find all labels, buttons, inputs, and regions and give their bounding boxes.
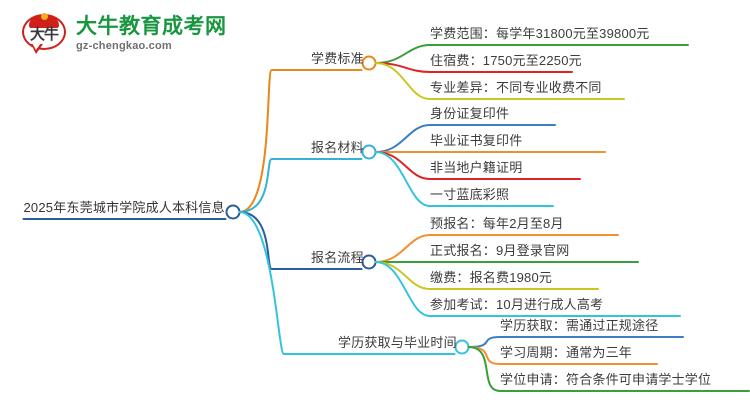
- mindmap-edge: [374, 44, 431, 64]
- mindmap-edge: [374, 151, 431, 207]
- mindmap-root-label[interactable]: 2025年东莞城市学院成人本科信息: [23, 200, 225, 215]
- mindmap-node-dot[interactable]: [225, 204, 241, 220]
- mindmap-edge: [238, 211, 339, 355]
- mindmap-leaf-label-1-0[interactable]: 身份证复印件: [430, 106, 510, 121]
- mindmap-edge: [374, 261, 431, 317]
- mindmap-leaf-label-1-1[interactable]: 毕业证书复印件: [430, 133, 523, 148]
- mindmap-leaf-label-2-1[interactable]: 正式报名：9月登录官网: [430, 243, 570, 258]
- logo-title: 大牛教育成考网: [76, 15, 227, 38]
- mindmap-edge: [374, 234, 431, 263]
- mindmap-leaf-label-0-1[interactable]: 住宿费：1750元至2250元: [430, 53, 582, 68]
- mindmap-leaf-label-2-0[interactable]: 预报名：每年2月至8月: [430, 216, 564, 231]
- mindmap-branch-label-1[interactable]: 报名材料: [311, 140, 364, 155]
- mindmap-leaf-label-3-1[interactable]: 学习周期：通常为三年: [500, 345, 633, 360]
- mindmap-edge: [238, 211, 312, 270]
- mindmap-node-dot[interactable]: [361, 144, 377, 160]
- mindmap-edge: [374, 124, 431, 153]
- mindmap-edge: [238, 158, 312, 213]
- logo-bubble-icon: 大牛: [22, 12, 68, 56]
- logo-text-group: 大牛教育成考网 gz-chengkao.com: [76, 16, 227, 52]
- mindmap-leaf-label-2-3[interactable]: 参加考试：10月进行成人高考: [430, 297, 604, 312]
- logo-bubble-tail-inner: [32, 43, 41, 50]
- mindmap-edge: [238, 69, 312, 213]
- mindmap-node-dot[interactable]: [361, 254, 377, 270]
- mindmap-edge: [374, 62, 431, 100]
- mindmap-edge: [467, 336, 501, 348]
- logo-cap-dot: [41, 13, 48, 20]
- mindmap-leaf-label-0-0[interactable]: 学费范围：每学年31800元至39800元: [430, 26, 650, 41]
- mindmap-leaf-label-1-2[interactable]: 非当地户籍证明: [430, 160, 523, 175]
- logo-mark-text: 大牛: [29, 26, 59, 43]
- site-logo: 大牛 大牛教育成考网 gz-chengkao.com: [22, 8, 252, 60]
- logo-cap-shape: [29, 15, 59, 28]
- mindmap-leaf-label-2-2[interactable]: 缴费：报名费1980元: [430, 270, 553, 285]
- mindmap-leaf-label-0-2[interactable]: 专业差异：不同专业收费不同: [430, 80, 602, 95]
- mindmap-branch-label-3[interactable]: 学历获取与毕业时间: [338, 335, 457, 350]
- logo-subtitle: gz-chengkao.com: [76, 40, 172, 52]
- mindmap-leaf-label-3-2[interactable]: 学位申请：符合条件可申请学士学位: [500, 372, 712, 387]
- mindmap-leaf-label-3-0[interactable]: 学历获取：需通过正规途径: [500, 318, 659, 333]
- mindmap-node-dot[interactable]: [454, 339, 470, 355]
- mindmap-leaf-label-1-3[interactable]: 一寸蓝底彩照: [430, 187, 510, 202]
- mindmap-branch-label-2[interactable]: 报名流程: [311, 250, 364, 265]
- mindmap-edge: [467, 346, 501, 392]
- mindmap-node-dot[interactable]: [361, 55, 377, 71]
- mindmap-branch-label-0[interactable]: 学费标准: [311, 51, 364, 66]
